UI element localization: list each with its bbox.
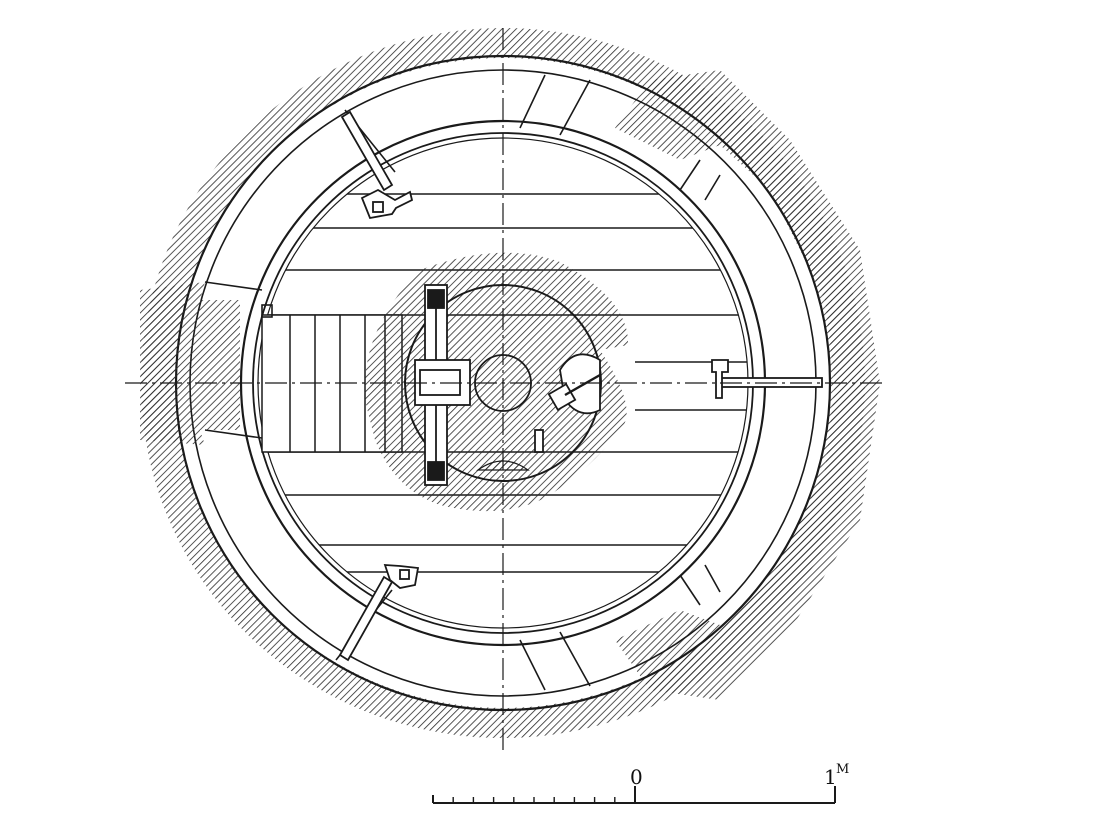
right-bracket xyxy=(711,359,823,399)
scale-bar: 0 1 M xyxy=(432,762,849,804)
scale-label-unit: M xyxy=(836,762,849,777)
embrasure-hatch-upper xyxy=(615,70,880,383)
embrasure-hatch-lower xyxy=(615,383,880,700)
upper-left-bracket xyxy=(340,110,414,220)
center-axes xyxy=(125,28,885,755)
left-notch-hatch xyxy=(140,282,240,445)
lower-left-bracket xyxy=(338,564,420,662)
scale-bar-ticks xyxy=(452,797,616,803)
scale-label-one: 1 xyxy=(824,765,837,789)
sight-mechanism xyxy=(534,353,601,453)
scale-label-zero: 0 xyxy=(630,765,643,789)
left-wall-fitting xyxy=(261,304,273,318)
